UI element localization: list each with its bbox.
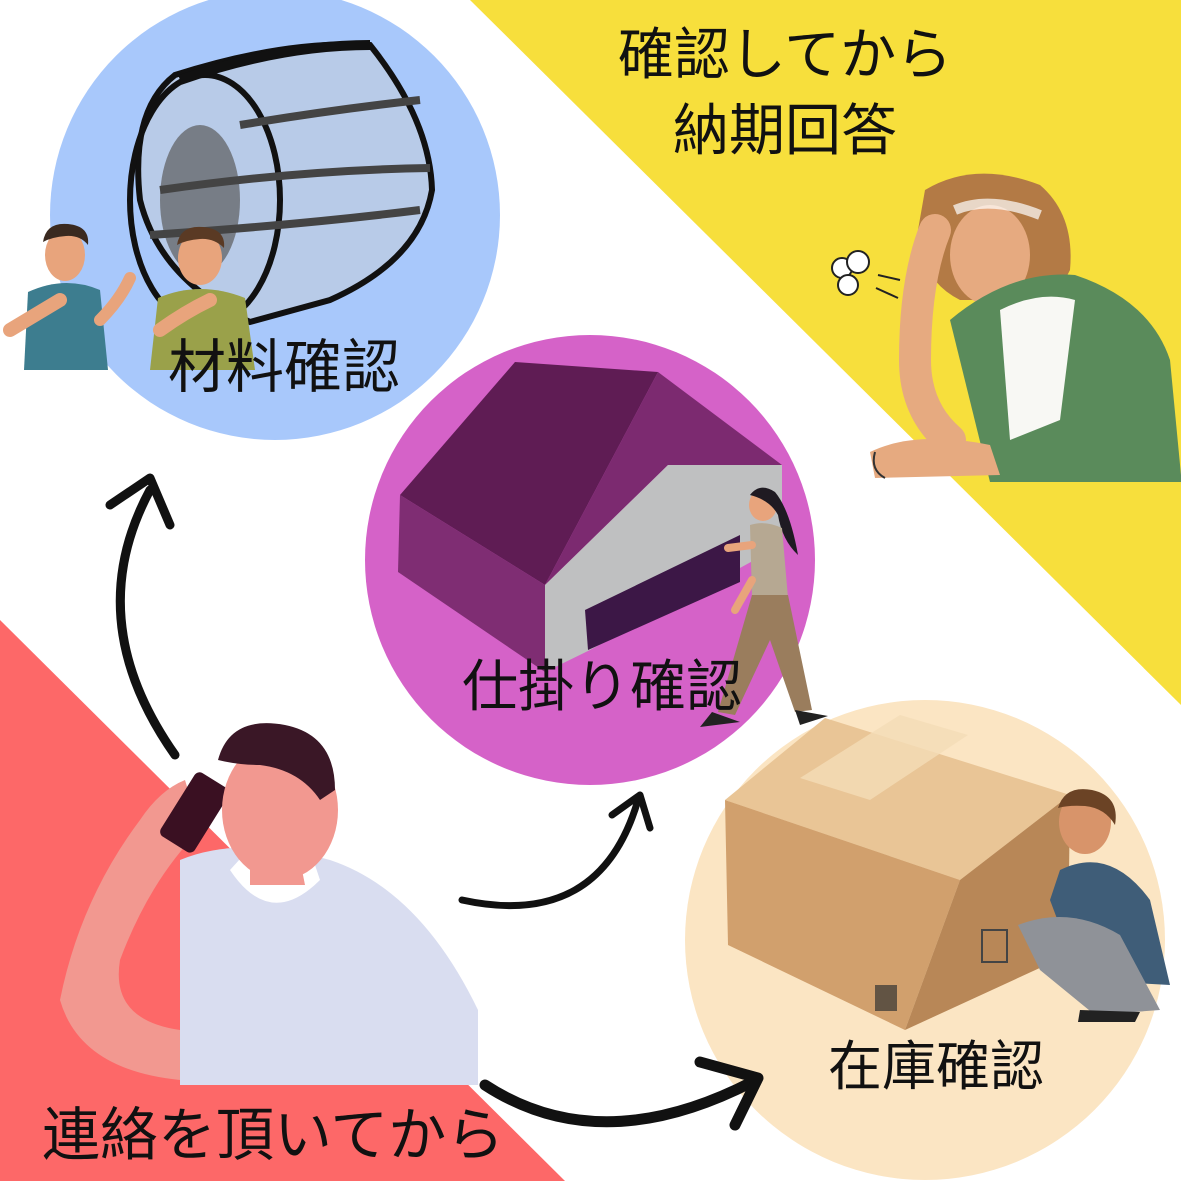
arrow-to-wip bbox=[458, 791, 654, 910]
answer-label-line2: 納期回答 bbox=[673, 99, 897, 164]
warehouse-icon bbox=[398, 362, 782, 672]
walking-woman-icon bbox=[700, 487, 828, 727]
two-men-talking-icon bbox=[3, 223, 255, 370]
arrow-to-stock bbox=[479, 1056, 764, 1131]
sigh-puff-icon bbox=[831, 250, 901, 299]
cardboard-box-icon bbox=[725, 715, 1070, 1030]
crouching-man-icon bbox=[1018, 789, 1170, 1022]
answer-label-line1: 確認してから bbox=[617, 23, 953, 88]
thinking-woman-icon bbox=[831, 173, 1181, 482]
phone-caller-icon bbox=[60, 723, 478, 1085]
arrow-to-material bbox=[105, 473, 180, 760]
stock-check-label: 在庫確認 bbox=[828, 1035, 1044, 1098]
answer-label: 確認してから 納期回答 bbox=[0, 28, 1181, 180]
wip-check-label: 仕掛り確認 bbox=[462, 655, 742, 720]
contact-label: 連絡を頂いてから bbox=[42, 1101, 505, 1169]
material-check-label: 材料確認 bbox=[168, 333, 401, 401]
